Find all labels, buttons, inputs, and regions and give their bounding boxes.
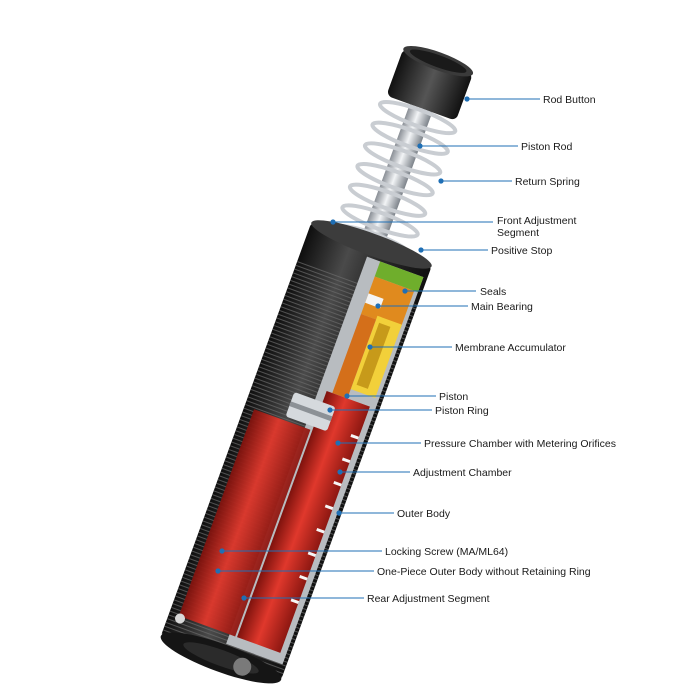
dot-rod-button [464,96,470,102]
label-adjustment-chamber: Adjustment Chamber [413,467,512,479]
shock-absorber [160,45,474,684]
label-pressure-chamber: Pressure Chamber with Metering Orifices [424,438,616,450]
label-rear-adjustment-segment: Rear Adjustment Segment [367,593,490,605]
label-piston-ring: Piston Ring [435,405,489,417]
dot-positive-stop [418,247,424,253]
label-one-piece-outer-body: One-Piece Outer Body without Retaining R… [377,566,591,578]
rod-button-part [387,45,474,120]
dot-rear-adjustment [241,595,247,601]
dot-seals [402,288,408,294]
leader-dots [215,96,470,601]
label-rod-button: Rod Button [543,94,596,106]
dot-front-adjustment [330,219,336,225]
label-piston: Piston [439,391,469,403]
label-main-bearing: Main Bearing [471,301,533,313]
label-front-adjustment-line2: Segment [497,227,540,239]
rear-adjustment-part [233,657,252,676]
label-seals: Seals [480,286,507,298]
label-positive-stop: Positive Stop [491,245,553,257]
dot-outer-body [336,510,342,516]
dot-adjustment-chamber [337,469,343,475]
label-membrane-accumulator: Membrane Accumulator [455,342,566,354]
label-outer-body: Outer Body [397,508,451,520]
leader-lines [218,98,540,599]
dot-piston [344,393,350,399]
locking-screw-part [174,613,185,624]
dot-piston-ring [327,407,333,413]
dot-return-spring [438,178,444,184]
dot-membrane [367,344,373,350]
dot-locking-screw [219,548,225,554]
label-front-adjustment-segment: Front Adjustment Segment [497,215,576,239]
label-return-spring: Return Spring [515,176,580,188]
dot-piston-rod [417,143,423,149]
dot-one-piece [215,568,221,574]
cutaway-section [226,256,424,665]
label-piston-rod: Piston Rod [521,141,573,153]
dot-main-bearing [375,303,381,309]
adjustment-chamber-part [178,409,311,637]
label-front-adjustment-line1: Front Adjustment [497,215,577,227]
dot-pressure-chamber [335,440,341,446]
label-locking-screw: Locking Screw (MA/ML64) [385,546,509,558]
